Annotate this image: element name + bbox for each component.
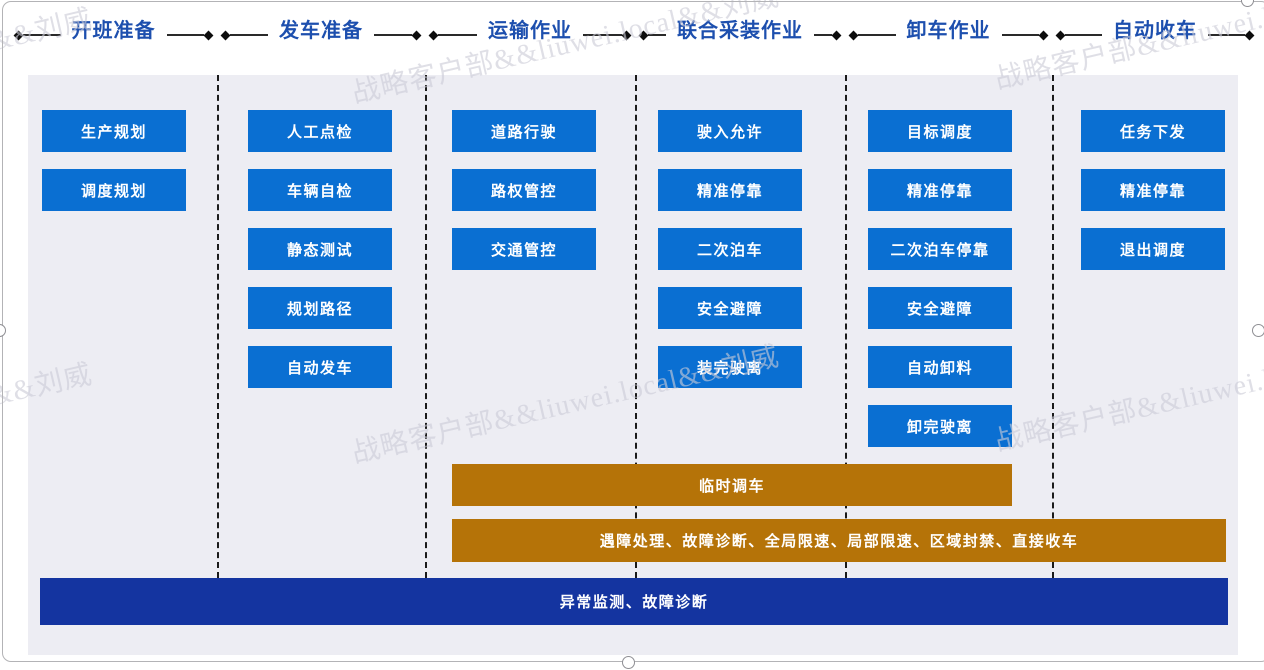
selection-handle-right-middle[interactable] — [1252, 324, 1264, 337]
connector-line — [1065, 34, 1102, 36]
stage-title: 自动收车 — [1113, 19, 1197, 42]
connector-line — [1001, 34, 1039, 36]
connector-line — [230, 34, 268, 36]
temporary-dispatch-bar: 临时调车 — [452, 464, 1012, 506]
diamond-icon — [13, 30, 24, 40]
lane-divider — [1052, 75, 1054, 578]
diamond-icon — [411, 30, 422, 40]
stage-title: 发车准备 — [279, 19, 363, 42]
connector-line — [23, 34, 61, 36]
connector-line — [1208, 34, 1245, 36]
diamond-icon — [621, 30, 632, 40]
task-box: 交通管控 — [452, 228, 596, 270]
stage-header-xieche: 卸车作业 — [845, 16, 1052, 54]
task-box: 生产规划 — [42, 110, 186, 152]
stage-header-row: 开班准备 发车准备 运输作业 联合采装作业 卸车作业 自动收车 — [10, 16, 1258, 54]
process-panel: 生产规划 调度规划 人工点检 车辆自检 静态测试 规划路径 自动发车 道路行驶 … — [28, 75, 1238, 655]
task-box: 任务下发 — [1081, 110, 1225, 152]
task-box: 精准停靠 — [1081, 169, 1225, 211]
exception-handling-bar: 遇障处理、故障诊断、全局限速、局部限速、区域封禁、直接收车 — [452, 519, 1226, 562]
monitoring-bar: 异常监测、故障诊断 — [40, 578, 1228, 625]
task-box: 退出调度 — [1081, 228, 1225, 270]
task-box: 二次泊车 — [658, 228, 802, 270]
diamond-icon — [428, 30, 439, 40]
task-box: 自动卸料 — [868, 346, 1012, 388]
connector-line — [858, 34, 896, 36]
task-box: 静态测试 — [248, 228, 392, 270]
task-box: 调度规划 — [42, 169, 186, 211]
diamond-icon — [831, 30, 842, 40]
stage-title: 联合采装作业 — [677, 19, 803, 42]
task-box: 路权管控 — [452, 169, 596, 211]
diamond-icon — [1244, 30, 1255, 40]
diamond-icon — [638, 30, 649, 40]
stage-header-lianhe: 联合采装作业 — [635, 16, 845, 54]
task-box: 人工点检 — [248, 110, 392, 152]
stage-title: 运输作业 — [488, 19, 572, 42]
task-box: 规划路径 — [248, 287, 392, 329]
stage-header-fache: 发车准备 — [217, 16, 425, 54]
stage-column-yunshu: 道路行驶 路权管控 交通管控 — [452, 110, 596, 287]
stage-column-xieche: 目标调度 精准停靠 二次泊车停靠 安全避障 自动卸料 卸完驶离 — [868, 110, 1012, 464]
diamond-icon — [220, 30, 231, 40]
lane-divider — [845, 75, 847, 578]
connector-line — [374, 34, 412, 36]
selection-handle-bottom-middle[interactable] — [622, 656, 635, 669]
task-box: 自动发车 — [248, 346, 392, 388]
selection-handle-left-middle[interactable] — [0, 324, 6, 337]
task-box: 目标调度 — [868, 110, 1012, 152]
task-box: 安全避障 — [868, 287, 1012, 329]
stage-header-yunshu: 运输作业 — [425, 16, 635, 54]
task-box: 精准停靠 — [868, 169, 1012, 211]
lane-divider — [635, 75, 637, 578]
connector-line — [648, 34, 666, 36]
stage-title: 开班准备 — [71, 19, 156, 42]
stage-column-fache: 人工点检 车辆自检 静态测试 规划路径 自动发车 — [248, 110, 392, 405]
connector-line — [814, 34, 832, 36]
task-box: 安全避障 — [658, 287, 802, 329]
task-box: 道路行驶 — [452, 110, 596, 152]
task-box: 二次泊车停靠 — [868, 228, 1012, 270]
stage-column-kaiban: 生产规划 调度规划 — [42, 110, 186, 228]
task-box: 卸完驶离 — [868, 405, 1012, 447]
task-box: 驶入允许 — [658, 110, 802, 152]
stage-header-kaiban: 开班准备 — [10, 16, 217, 54]
task-box: 精准停靠 — [658, 169, 802, 211]
stage-title: 卸车作业 — [906, 19, 991, 42]
task-box: 装完驶离 — [658, 346, 802, 388]
connector-line — [583, 34, 622, 36]
task-box: 车辆自检 — [248, 169, 392, 211]
diamond-icon — [848, 30, 859, 40]
stage-column-lianhe: 驶入允许 精准停靠 二次泊车 安全避障 装完驶离 — [658, 110, 802, 405]
stage-column-shouche: 任务下发 精准停靠 退出调度 — [1081, 110, 1225, 287]
lane-divider — [425, 75, 427, 578]
connector-line — [438, 34, 477, 36]
diamond-icon — [203, 30, 214, 40]
lane-divider — [217, 75, 219, 578]
stage-header-shouche: 自动收车 — [1052, 16, 1258, 54]
connector-line — [166, 34, 204, 36]
diamond-icon — [1038, 30, 1049, 40]
diamond-icon — [1055, 30, 1066, 40]
selection-handle-top-right[interactable] — [1241, 0, 1254, 7]
